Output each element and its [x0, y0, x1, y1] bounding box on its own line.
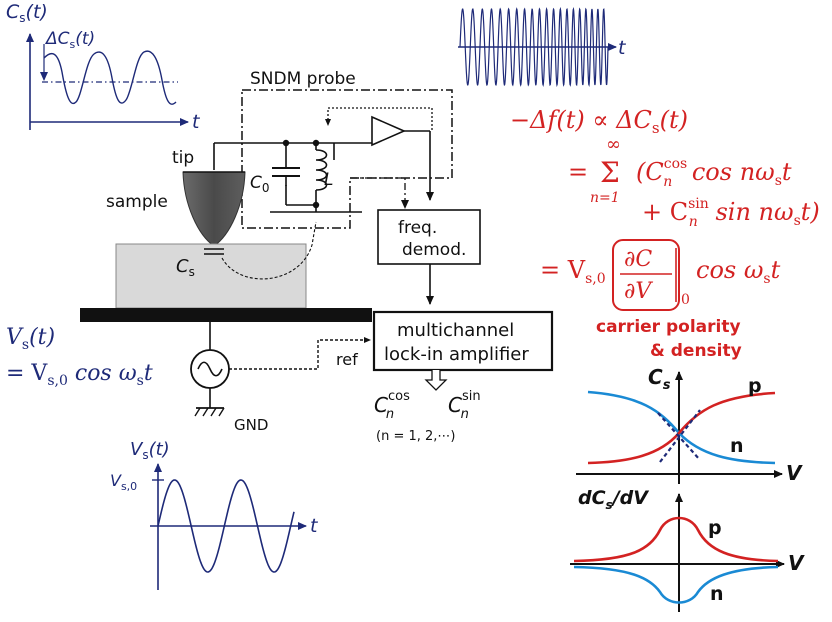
ref-label: ref	[336, 350, 358, 369]
derivative-highlight-box	[612, 239, 680, 311]
node-dot	[282, 139, 290, 147]
dcdv-n-label: n	[710, 583, 724, 605]
cs-plot-t-label: t	[192, 111, 201, 133]
tip-label: tip	[172, 148, 194, 168]
carrier-label-2: & density	[650, 341, 742, 361]
cv-ylabel: Cs	[648, 365, 671, 393]
eq-line4-tail: cos ωst	[696, 256, 781, 287]
dcdv-ylabel: dCs/dV	[578, 487, 649, 512]
sndm-probe-box: SNDM probe	[241, 69, 453, 229]
cv-p-label: p	[748, 375, 762, 397]
sample-block	[115, 243, 307, 309]
cv-curve-p	[587, 391, 776, 465]
node-dot	[312, 201, 320, 209]
probe-circuit	[213, 142, 372, 213]
sum-bottom: n=1	[590, 190, 620, 206]
dcs-plot-title: ΔCs(t)	[44, 29, 95, 51]
freq-label: freq.	[398, 218, 437, 238]
freq-demod-box: freq. demod.	[377, 209, 481, 265]
sample-stage	[80, 308, 372, 322]
dcdv-p-label: p	[708, 517, 722, 539]
sample-label: sample	[106, 192, 168, 212]
dcdv-xlabel: V	[788, 551, 805, 575]
frac-top: ∂C	[624, 247, 652, 272]
output-arrow	[424, 370, 448, 391]
eq-line4: = Vs,0	[540, 256, 606, 287]
cs-plot-title: Cs(t)	[6, 1, 48, 25]
eq-line1: −Δf(t) ∝ ΔCs(t)	[510, 106, 688, 137]
feedback-dotted	[325, 107, 433, 130]
sum-sigma: Σ	[600, 156, 620, 189]
node-dot	[312, 139, 320, 147]
vs-plot-title: Vs(t)	[130, 439, 170, 462]
cs-time-plot: Cs(t) ΔCs(t) t	[6, 1, 201, 133]
amplifier-triangle	[371, 115, 406, 147]
vs-eq-line1: Vs(t)	[6, 325, 55, 353]
gnd-label: GND	[234, 416, 268, 434]
vs0-label: Vs,0	[110, 471, 137, 493]
fm-t-label: t	[618, 37, 627, 59]
vs-waveform	[157, 479, 295, 573]
cv-n-label: n	[730, 435, 744, 457]
sum-top: ∞	[606, 134, 621, 155]
lockin-amplifier-box: multichannel lock-in amplifier	[372, 310, 554, 372]
lockin-label-2: lock-in amplifier	[384, 344, 529, 365]
vs-eq-line2: = Vs,0 cos ωst	[6, 361, 153, 389]
cv-curve-n	[587, 390, 776, 465]
c0-label: C0	[250, 173, 270, 195]
fm-waveform	[459, 6, 609, 88]
n-list: (n = 1, 2,⋯)	[376, 429, 455, 444]
sndm-probe-label: SNDM probe	[250, 69, 356, 89]
dcdv-plot: dCs/dV V p n	[570, 487, 805, 612]
vs-plot-t-label: t	[310, 515, 319, 537]
dcdv-curve-p	[573, 516, 779, 563]
dcdv-curve-n	[573, 565, 779, 604]
cs-label: Cs	[176, 256, 195, 279]
eq-line2-eq: =	[568, 158, 588, 186]
carrier-label-1: carrier polarity	[596, 317, 741, 337]
cv-plot: Cs V p n	[576, 365, 803, 485]
lockin-label-1: multichannel	[397, 320, 514, 341]
fm-waveform-plot: t	[458, 6, 627, 88]
probe-tip	[182, 171, 246, 247]
demod-label: demod.	[402, 240, 466, 260]
frac-bot: ∂V	[624, 279, 653, 304]
l-label: L	[324, 170, 333, 190]
vs-time-plot: Vs(t) Vs,0 t	[110, 439, 319, 590]
cs-waveform	[43, 50, 177, 105]
eval-sub: 0	[681, 292, 690, 308]
cv-xlabel: V	[786, 461, 803, 485]
